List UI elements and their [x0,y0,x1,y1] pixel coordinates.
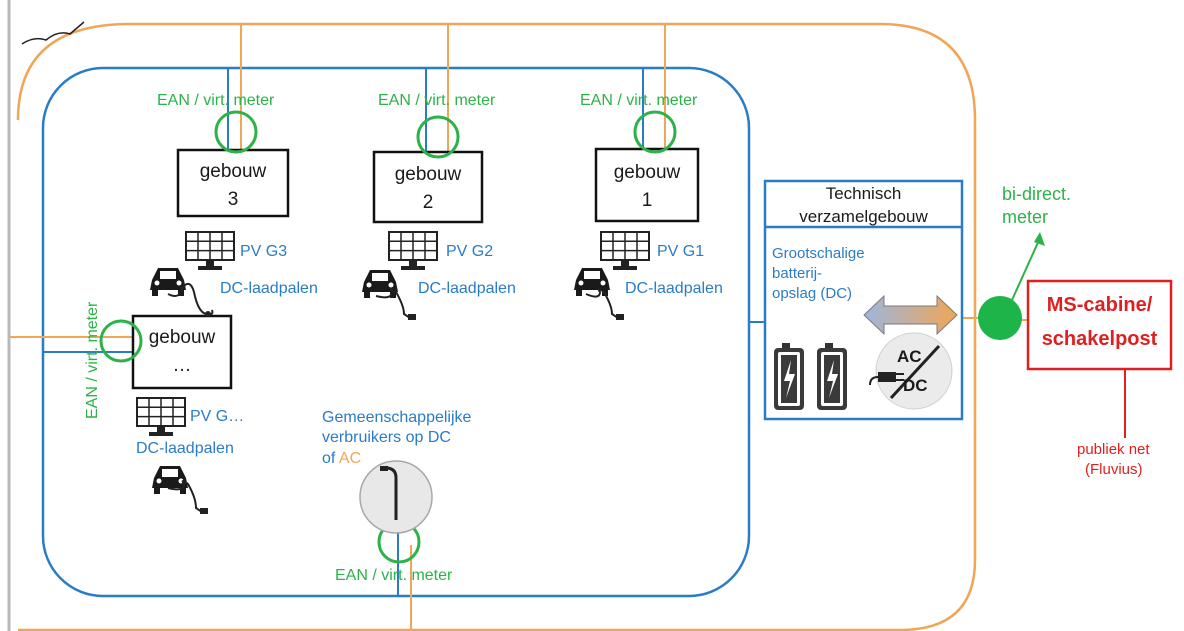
pv-label-g3: PV G3 [240,243,288,260]
orange-ac-boundary [16,22,977,631]
technical-title-1: Technisch [825,184,902,203]
building-x-box [131,314,233,390]
pv-label-g2: PV G2 [446,243,494,260]
blue-dc-boundary [41,66,751,598]
community-ac-text: AC [338,450,362,467]
pv-label-g1: PV G1 [657,243,705,260]
meter-circle-g1 [633,110,677,154]
bidirectional-arrow [863,294,958,336]
technical-title-2: verzamelgebouw [799,207,928,226]
car-icon [150,268,186,296]
ms-cabine-line-2: schakelpost [1041,328,1158,350]
bidirect-meter-dot [978,296,1022,340]
building-3-box [176,148,290,218]
dc-label-g1: DC-laadpalen [625,280,723,297]
corner-scribble [21,21,85,45]
storage-line-3: opslag (DC) [772,285,853,302]
building-3-name: gebouw [199,161,267,182]
meter-label-g1: EAN / virt. meter [580,92,698,109]
solar-panel-icon [388,231,438,270]
car-icon [152,466,188,494]
community-line-3: of AC [322,450,362,467]
meter-circle-gx [99,319,143,363]
building-3-number: 3 [227,189,239,210]
meter-label-g3: EAN / virt. meter [157,92,275,109]
meter-label-g2: EAN / virt. meter [378,92,496,109]
meter-label-lamp: EAN / virt. meter [335,567,453,584]
meter-label-gx: EAN / virt. meter [84,301,101,419]
dc-label-g2: DC-laadpalen [418,280,516,297]
charging-cable [585,288,619,319]
building-1-number: 1 [641,190,653,211]
pv-label-gx: PV G… [190,408,245,425]
storage-line-2: batterij- [772,265,823,282]
solar-panel-icon [185,231,235,270]
charging-cable [167,480,203,513]
bidirect-line-1: bi-direct. [1002,184,1072,204]
solar-panel-icon [600,231,650,270]
bidirect-meter-pointer [1011,237,1041,301]
public-net-line-1: publiek net [1077,441,1150,458]
public-net-line-2: (Fluvius) [1085,461,1143,478]
building-x-number: … [172,355,192,376]
charging-cable [375,288,411,319]
community-line-2: verbruikers op DC [322,429,451,446]
building-2-box [372,150,484,224]
converter-ac: AC [897,347,922,366]
community-line-1: Gemeenschappelijke [322,409,472,426]
car-icon [362,270,398,298]
dc-label-gx: DC-laadpalen [136,440,234,457]
building-2-number: 2 [422,192,434,213]
storage-line-1: Grootschalige [772,245,865,262]
building-x-name: gebouw [148,327,216,348]
building-2-name: gebouw [394,164,462,185]
building-1-name: gebouw [613,162,681,183]
ms-cabine-line-1: MS-cabine/ [1046,294,1153,316]
converter-dc: DC [903,376,928,395]
meter-circle-g2 [416,115,460,159]
bidirect-line-2: meter [1002,207,1049,227]
meter-circle-g3 [214,110,258,154]
battery-icon [817,343,847,410]
ms-cabine-box [1026,279,1173,371]
solar-panel-icon [136,397,186,436]
battery-icon [774,343,804,410]
dc-label-g3: DC-laadpalen [220,280,318,297]
plug-icon [869,372,904,386]
